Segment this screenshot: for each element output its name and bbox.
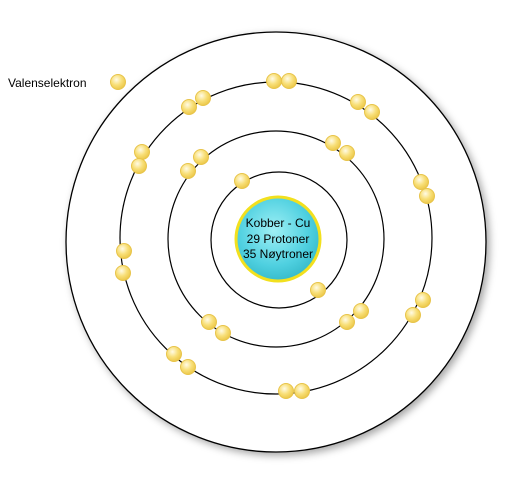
electron-m-15 [166,346,182,362]
electron-l-7 [339,314,355,330]
nucleus-line-2: 29 Protoner [247,232,310,246]
shell-k-orbit [210,171,348,309]
electron-m-13 [415,292,431,308]
electron-l-8 [353,303,369,319]
electron-l-3 [325,135,341,151]
electron-m-11 [116,243,132,259]
electron-m-2 [281,73,297,89]
electron-n-valence [110,74,126,90]
electron-m-1 [266,73,282,89]
nucleus [234,195,322,283]
electron-m-14 [405,307,421,323]
electron-m-5 [350,94,366,110]
electron-m-4 [195,90,211,106]
electron-m-10 [419,188,435,204]
electron-m-16 [180,359,196,375]
electron-l-1 [193,149,209,165]
valence-electron-label: Valenselektron [8,76,87,90]
electron-m-18 [294,383,310,399]
nucleus-line-3: 35 Nøytroner [243,247,313,261]
nucleus-line-1: Kobber - Cu [246,216,311,230]
electron-k-1 [234,173,250,189]
electron-m-7 [134,144,150,160]
electron-m-12 [115,265,131,281]
electron-m-17 [278,383,294,399]
electron-m-8 [131,158,147,174]
electron-l-2 [180,163,196,179]
electron-k-2 [310,282,326,298]
electron-m-3 [181,99,197,115]
electron-l-5 [201,314,217,330]
shell-l-orbit [167,130,385,348]
electron-m-9 [413,174,429,190]
electron-l-4 [339,145,355,161]
electron-l-6 [215,325,231,341]
electron-m-6 [364,104,380,120]
